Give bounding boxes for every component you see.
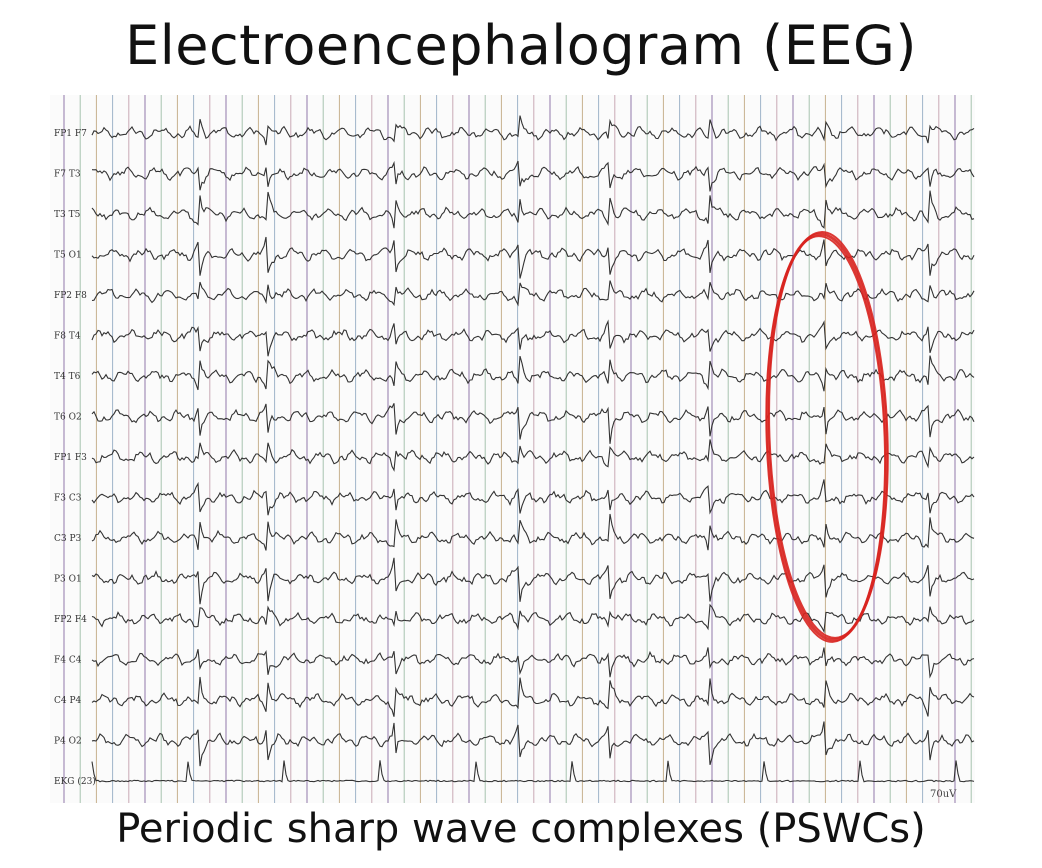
eeg-channel-traces (91, 115, 975, 783)
channel-label: T4 T6 (54, 372, 81, 382)
channel-trace (91, 115, 975, 146)
channel-trace (91, 280, 975, 307)
highlight-ellipse-stroke (768, 231, 889, 639)
channel-label: T3 T5 (54, 210, 81, 220)
channel-label: C3 P3 (54, 534, 82, 544)
highlight-ellipse-stroke (766, 232, 888, 642)
channel-trace (91, 439, 975, 472)
channel-label: T5 O1 (54, 251, 82, 261)
channel-trace (91, 319, 975, 357)
channel-label: F8 T4 (54, 332, 81, 342)
channel-trace (91, 647, 975, 679)
slide-title: Electroencephalogram (EEG) (125, 14, 917, 77)
channel-trace (91, 513, 975, 551)
channel-label: P3 O1 (54, 575, 82, 585)
channel-trace (91, 676, 975, 717)
eeg-trace-plot: FP1 F7 F7 T3 T3 T5 T5 O1 FP2 F8 F8 T4 T4 T6 T6 … (54, 95, 975, 803)
channel-trace (91, 160, 975, 192)
channel-label: FP1 F3 (54, 453, 87, 463)
eeg-recording: FP1 F7 F7 T3 T3 T5 T5 O1 FP2 F8 F8 T4 T4 T6 T6 … (50, 95, 975, 803)
channel-trace (91, 557, 975, 605)
channel-trace (91, 721, 975, 767)
channel-label: F3 C3 (54, 494, 82, 504)
channel-trace (91, 760, 975, 783)
channel-trace (91, 190, 975, 229)
channel-label: FP1 F7 (54, 129, 87, 139)
calibration-label: 70uV (930, 789, 957, 800)
channel-label: P4 O2 (54, 737, 82, 747)
highlight-ellipse-stroke (765, 235, 886, 643)
channel-label: FP2 F8 (54, 291, 87, 301)
channel-label: C4 P4 (54, 696, 82, 706)
channel-label: FP2 F4 (54, 615, 87, 625)
channel-trace (91, 603, 975, 634)
channel-trace (91, 479, 975, 516)
channel-trace (91, 403, 975, 444)
channel-label: EKG (23) (54, 776, 96, 787)
slide-caption: Periodic sharp wave complexes (PSWCs) (116, 806, 926, 852)
eeg-channel-labels: FP1 F7 F7 T3 T3 T5 T5 O1 FP2 F8 F8 T4 T4 T6 T6 … (54, 129, 96, 787)
channel-label: F4 C4 (54, 656, 82, 666)
pswc-highlight-ellipse (765, 231, 889, 643)
channel-label: T6 O2 (54, 413, 82, 423)
channel-trace (91, 355, 975, 392)
channel-label: F7 T3 (54, 170, 81, 180)
channel-trace (91, 236, 975, 279)
